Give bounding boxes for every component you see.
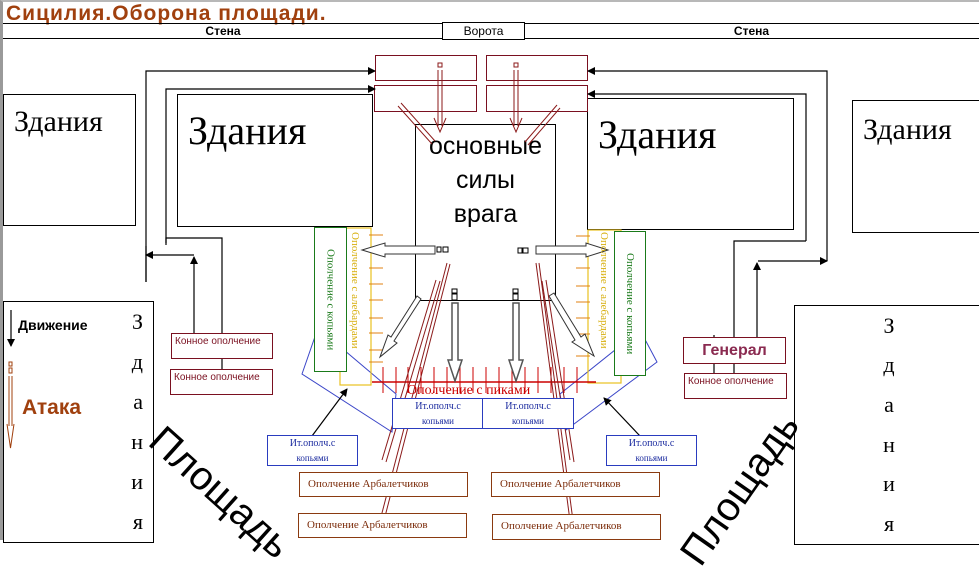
- building-letter: я: [132, 509, 143, 534]
- unit-crossbow-2[interactable]: Ополчение Арбалетчиков: [491, 472, 660, 497]
- enemy-line: основные: [428, 132, 543, 160]
- movement-path: [165, 237, 223, 374]
- building-letter: а: [133, 389, 143, 414]
- building-letter: и: [883, 471, 895, 497]
- legend-movement: Движение: [18, 317, 88, 333]
- unit-it-spears-center-right[interactable]: Ит.ополч.с копьями: [482, 398, 574, 429]
- movement-path: [165, 85, 376, 243]
- pike-ticks: [382, 367, 578, 393]
- unit-marker: [436, 246, 529, 301]
- unit-spears-left[interactable]: Ополчение с копьями: [314, 227, 347, 372]
- enemy-line: врага: [453, 200, 518, 228]
- gate[interactable]: Ворота: [442, 22, 525, 40]
- unit-crossbow-1[interactable]: Ополчение Арбалетчиков: [299, 472, 468, 497]
- building-letter: д: [131, 349, 143, 374]
- movement-path: [145, 67, 376, 282]
- enemy-advance-arrow: [360, 242, 610, 258]
- movement-diagram: [6, 62, 828, 537]
- unit-it-spears-left[interactable]: Ит.ополч.с копьями: [267, 435, 358, 466]
- building-far-right: Здания: [852, 100, 979, 233]
- unit-general[interactable]: Генерал: [683, 337, 786, 364]
- unit-label: Ит.ополч.с: [628, 438, 675, 449]
- unit-cavalry-left-1[interactable]: Конное ополчение: [171, 333, 273, 359]
- enemy-advance-arrow: [378, 292, 596, 359]
- halberd-ticks-right: [576, 235, 590, 357]
- unit-halberds-right[interactable]: Ополчение с алебардами: [594, 232, 614, 382]
- unit-label: Ит.ополч.с: [505, 401, 551, 412]
- enemy-line: силы: [455, 166, 516, 194]
- unit-label: Ополчение с алебардами: [349, 232, 361, 349]
- enemy-main-force: основные силы врага: [415, 124, 556, 301]
- wall-right: Стена: [524, 23, 979, 39]
- attack-legend-arrow: [6, 361, 15, 449]
- building-letter: З: [883, 312, 895, 338]
- unit-label: копьями: [422, 416, 454, 426]
- unit-crossbow-3[interactable]: Ополчение Арбалетчиков: [298, 513, 467, 538]
- building-label: Здания: [863, 113, 952, 146]
- unit-spears-right[interactable]: Ополчение с копьями: [614, 231, 646, 376]
- building-letter: а: [884, 392, 894, 418]
- building-inner-left: Здания: [177, 94, 373, 227]
- unit-cavalry-right[interactable]: Конное ополчение: [684, 373, 787, 399]
- movement-path: [733, 240, 806, 374]
- unit-it-spears-center-left[interactable]: Ит.ополч.с копьями: [392, 398, 484, 429]
- unit-label: копьями: [296, 453, 329, 463]
- unit-label: Ополчение с копьями: [324, 248, 337, 351]
- attack-marker: [437, 62, 519, 68]
- movement-path: [603, 397, 641, 437]
- unit-halberds-left[interactable]: Ополчение с алебардами: [345, 232, 365, 382]
- movement-path: [587, 67, 828, 261]
- building-letter: н: [131, 429, 143, 454]
- building-label: Здания: [598, 112, 717, 157]
- gate-box-bottom-left: [374, 85, 477, 112]
- wall-left: Стена: [3, 23, 443, 39]
- unit-label: Ит.ополч.с: [289, 438, 336, 449]
- building-inner-right: Здания: [587, 98, 794, 230]
- attack-arrow: [375, 70, 576, 537]
- movement-path: [311, 388, 348, 437]
- enemy-advance-arrow: [446, 302, 525, 384]
- unit-pikes[interactable]: Ополчение с пиками: [407, 383, 531, 398]
- diagram-frame: [0, 0, 979, 540]
- unit-label: копьями: [635, 453, 668, 463]
- unit-it-spears-right[interactable]: Ит.ополч.с копьями: [606, 435, 697, 466]
- building-letter: н: [883, 431, 895, 457]
- unit-label: Ополчение с копьями: [624, 252, 636, 355]
- building-far-left: Здания: [3, 94, 136, 226]
- building-label: Здания: [188, 108, 307, 153]
- gate-box-bottom-right: [486, 85, 588, 112]
- unit-label: копьями: [512, 416, 544, 426]
- building-letter: я: [883, 511, 895, 537]
- building-letter: д: [883, 352, 895, 378]
- building-bottom-left: З д а н и я: [3, 301, 154, 543]
- building-letter: З: [131, 309, 143, 334]
- unit-label: Ит.ополч.с: [415, 401, 461, 412]
- unit-label: Ополчение с алебардами: [598, 232, 610, 349]
- building-label: Здания: [14, 105, 103, 138]
- unit-cavalry-left-2[interactable]: Конное ополчение: [170, 369, 273, 395]
- legend-attack: Атака: [22, 396, 82, 419]
- page-title: Сицилия.Оборона площади.: [6, 2, 327, 25]
- building-letter: и: [131, 469, 143, 494]
- movement-path: [587, 90, 807, 241]
- unit-crossbow-4[interactable]: Ополчение Арбалетчиков: [492, 514, 661, 540]
- formation-outline-left: [301, 327, 397, 433]
